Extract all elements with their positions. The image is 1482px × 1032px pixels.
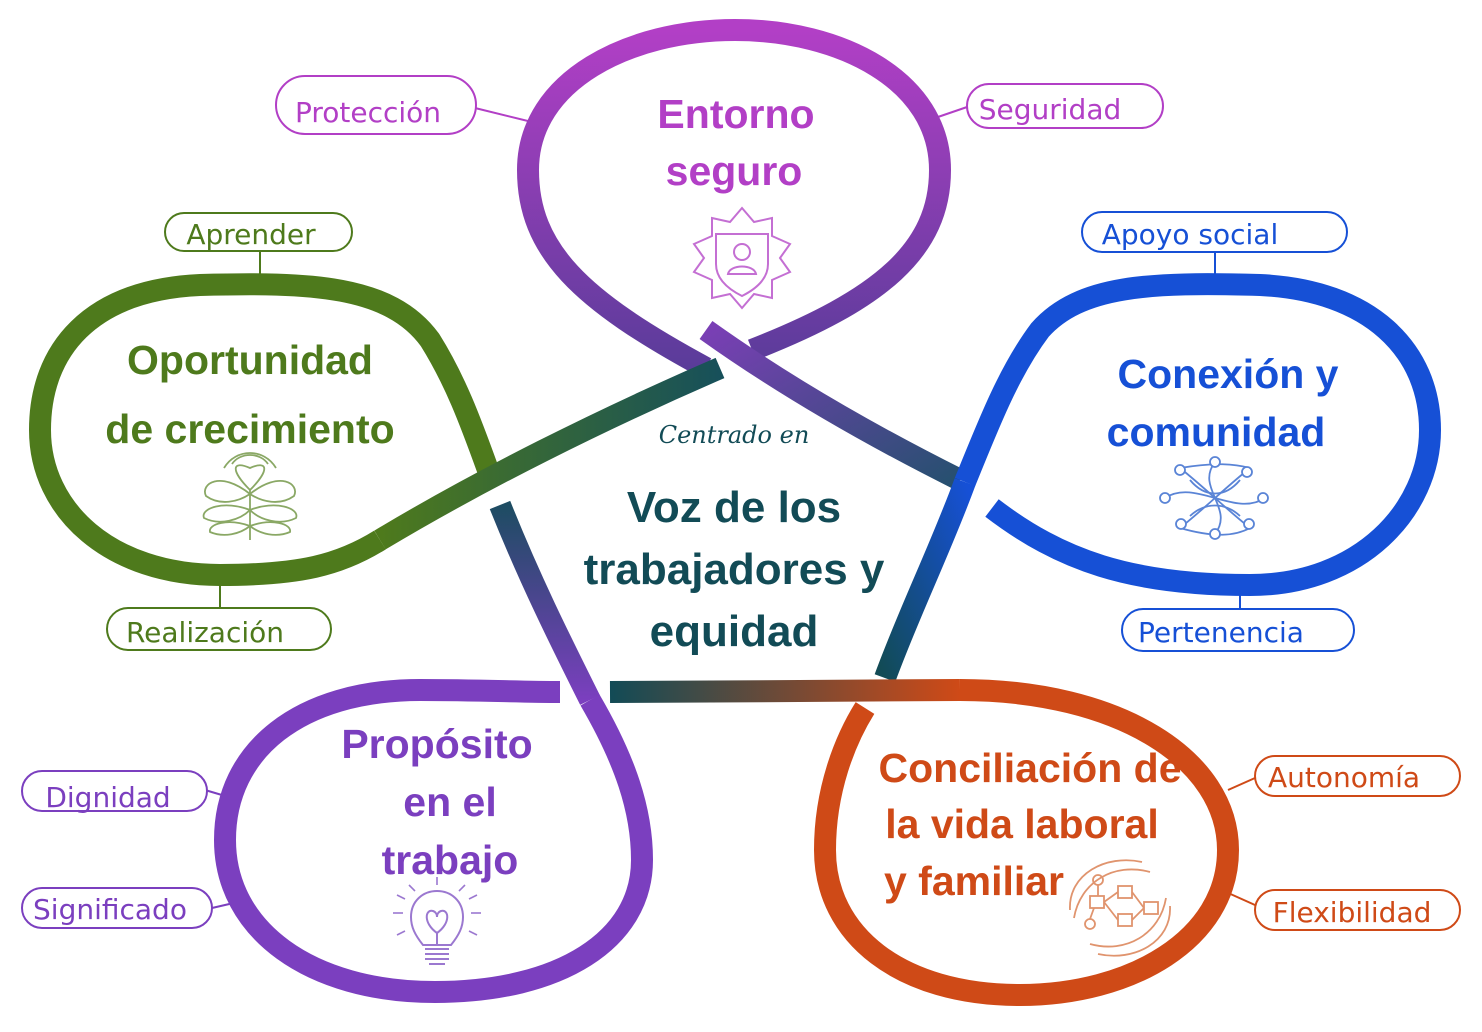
tag-proteccion: Protección [275,75,477,135]
petal-growth-tail [374,357,725,550]
petal-connection-tail [874,478,976,682]
tag-aprender: Aprender [164,212,353,252]
tag-autonomia-label: Autonomía [1268,761,1420,794]
workflow-icon [1069,859,1171,957]
petal-growth-title-1: Oportunidad [127,337,373,383]
lightbulb-heart-icon [393,877,481,965]
tag-flexibilidad: Flexibilidad [1254,889,1461,931]
petal-safe-tail [699,321,965,490]
tag-seguridad: Seguridad [966,83,1164,129]
petal-balance-title-3: y familiar [884,858,1064,904]
center-subtitle: Centrado en [659,421,810,449]
tag-pertenencia-label: Pertenencia [1138,616,1304,649]
petal-purpose-tail [489,500,600,705]
center-title-3: equidad [650,607,819,656]
petal-connection-loop [954,273,1442,597]
tag-seguridad-label: Seguridad [979,93,1122,126]
petal-balance-tail [609,679,961,703]
network-icon [1159,456,1269,540]
petal-connection-title-2: comunidad [1107,409,1326,455]
tag-autonomia: Autonomía [1254,755,1461,797]
petal-safe-loop [516,18,952,378]
tag-apoyo-social: Apoyo social [1081,211,1348,253]
petal-safe-title-1: Entorno [657,91,814,137]
tag-significado-label: Significado [33,893,187,926]
center-title-2: trabajadores y [584,545,885,594]
petal-growth-title-2: de crecimiento [105,406,394,452]
petal-balance-loop [813,679,1240,1007]
shield-person-icon [692,206,792,310]
tag-realizacion: Realización [106,607,332,651]
tag-pertenencia: Pertenencia [1121,608,1355,652]
tag-apoyo-social-label: Apoyo social [1102,218,1279,251]
tag-proteccion-label: Protección [295,96,441,129]
petal-safe-title-2: seguro [666,148,803,194]
petal-purpose-title-2: en el [403,779,496,825]
petal-growth-loop [28,273,499,587]
petal-balance-title-2: la vida laboral [885,801,1158,847]
tag-dignidad-label: Dignidad [45,781,170,814]
flower-growth-icon [202,452,298,540]
petal-purpose-loop [213,678,654,1004]
petal-connection-title-1: Conexión y [1118,351,1339,397]
tag-dignidad: Dignidad [21,770,208,814]
petal-balance-title-1: Conciliación de [879,745,1182,791]
tag-realizacion-label: Realización [126,616,284,649]
petal-purpose-title-3: trabajo [382,837,519,883]
center-title-1: Voz de los [627,483,841,532]
tag-aprender-label: Aprender [186,218,316,251]
petal-purpose-title-1: Propósito [341,721,532,767]
tag-flexibilidad-label: Flexibilidad [1273,896,1432,929]
tag-significado: Significado [21,887,213,929]
